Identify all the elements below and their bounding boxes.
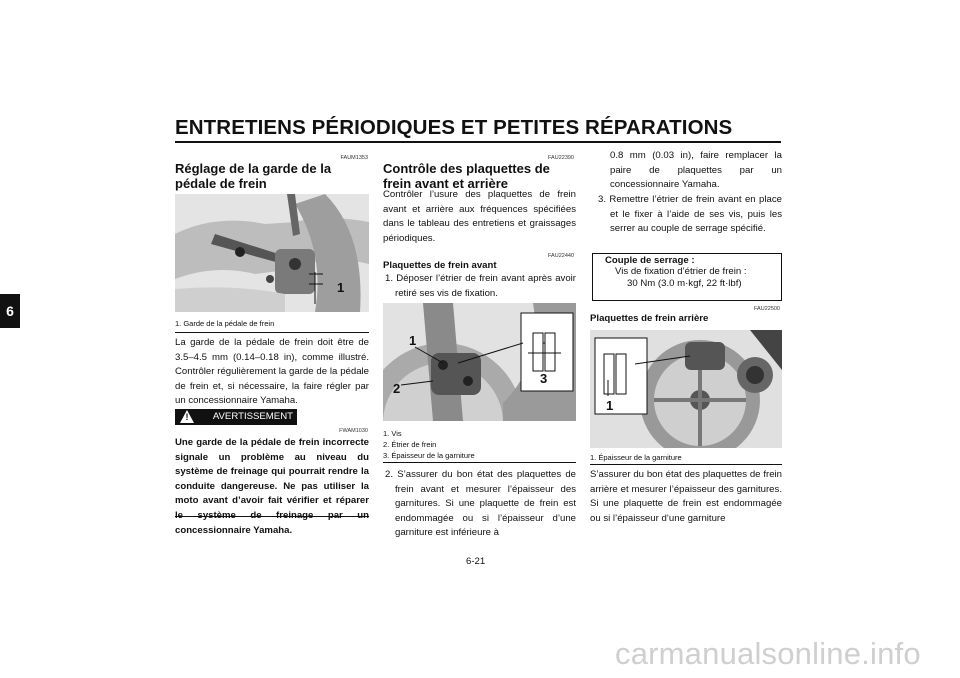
page-title: ENTRETIENS PÉRIODIQUES ET PETITES RÉPARA… xyxy=(175,116,733,139)
intro-text: Contrôler l’usure des plaquettes de frei… xyxy=(383,189,576,244)
chapter-tab: 6 xyxy=(0,294,20,328)
section-heading: Contrôle des plaquettes de frein avant e… xyxy=(383,161,550,191)
rear-caliper-figure: 1 xyxy=(590,330,782,448)
figure-caption: 1. Épaisseur de la garniture xyxy=(590,453,682,462)
caption-3: 3. Épaisseur de la garniture xyxy=(383,451,475,460)
figure-caption: 1. Garde de la pédale de frein xyxy=(175,319,275,328)
section-code: FAU22390 xyxy=(548,155,574,161)
figure-callout-2: 2 xyxy=(393,381,401,396)
front-caliper-figure: 1 2 3 xyxy=(383,303,576,421)
torque-spec-box: Couple de serrage : Vis de fixation d’ét… xyxy=(592,253,782,301)
torque-line-1: Vis de fixation d’étrier de frein : xyxy=(615,266,747,277)
section-heading: Réglage de la garde de la pédale de frei… xyxy=(175,161,332,191)
warning-text: Une garde de la pédale de frein incorrec… xyxy=(175,437,369,536)
caption-separator xyxy=(590,464,782,465)
torque-title: Couple de serrage : xyxy=(605,255,695,266)
caption-2: 2. Étrier de frein xyxy=(383,440,437,449)
subsection-heading: Plaquettes de frein arrière xyxy=(590,313,709,324)
title-rule xyxy=(175,141,781,143)
subsection-code: FAU22500 xyxy=(754,306,780,312)
steps-list: 1. Déposer l’étrier de frein avant après… xyxy=(383,272,576,301)
section-code: FAUM1353 xyxy=(340,155,368,161)
warning-banner: AVERTISSEMENT xyxy=(175,409,297,425)
page-number: 6-21 xyxy=(466,556,486,567)
body-text: La garde de la pédale de frein doit être… xyxy=(175,337,369,407)
subsection-heading: Plaquettes de frein avant xyxy=(383,260,497,271)
subsection-code: FAU22440 xyxy=(548,253,574,259)
caption-separator xyxy=(175,332,369,333)
watermark[interactable]: carmanualsonline.info xyxy=(615,636,921,671)
caption-1: 1. Vis xyxy=(383,429,402,438)
step-1: 1. Déposer l’étrier de frein avant après… xyxy=(385,273,576,299)
torque-line-2: 30 Nm (3.0 m·kgf, 22 ft·lbf) xyxy=(627,278,742,289)
figure-callout-1: 1 xyxy=(409,333,417,348)
figure-callout-1: 1 xyxy=(337,280,345,295)
warning-code: FWAM1030 xyxy=(339,428,368,434)
warning-exclamation-icon: ! xyxy=(185,412,189,422)
figure-callout-1: 1 xyxy=(606,398,614,413)
brake-pedal-figure: 1 xyxy=(175,194,369,312)
warning-separator xyxy=(175,516,369,517)
step-3: 3. Remettre l’étrier de frein avant en p… xyxy=(598,194,782,235)
step-2: 2. S’assurer du bon état des plaquettes … xyxy=(385,469,576,539)
caption-separator xyxy=(383,462,576,463)
figure-callout-3: 3 xyxy=(540,371,548,386)
brake-pedal-illustration xyxy=(175,194,369,312)
front-caliper-illustration xyxy=(383,303,576,421)
body-text: S’assurer du bon état des plaquettes de … xyxy=(590,469,782,524)
rear-caliper-illustration xyxy=(590,330,782,448)
step-2-continued: 0.8 mm (0.03 in), faire remplacer la pai… xyxy=(610,150,782,191)
warning-icon xyxy=(180,410,194,423)
